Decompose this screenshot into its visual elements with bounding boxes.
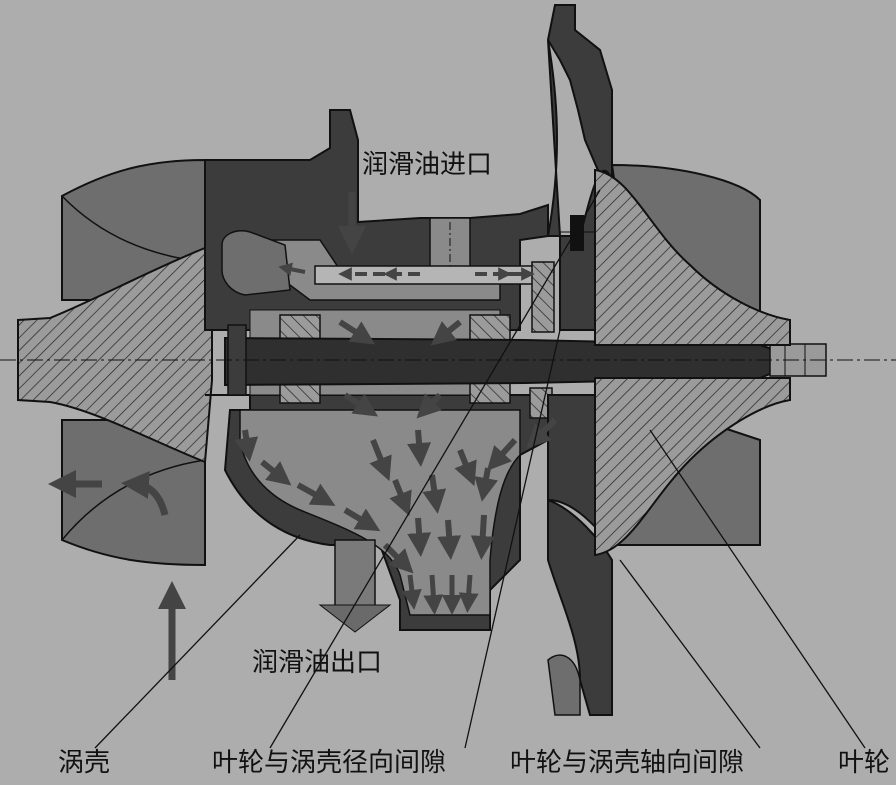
thrust-bearing bbox=[531, 261, 555, 333]
oil-flow-arrows bbox=[234, 192, 558, 615]
oil-outlet-arrow bbox=[318, 604, 392, 633]
journal-bearing-left bbox=[279, 314, 321, 341]
left-oil-pocket bbox=[221, 230, 291, 296]
impeller-label: 叶轮 bbox=[838, 748, 891, 778]
leader-lines bbox=[94, 189, 866, 749]
gas-flow-arrows bbox=[48, 470, 186, 680]
oil-inlet-label: 润滑油进口 bbox=[362, 150, 493, 180]
compressor-impeller bbox=[594, 168, 791, 346]
turbine-wheel bbox=[17, 246, 213, 464]
oil-outlet-label: 润滑油出口 bbox=[252, 648, 383, 678]
housing-label: 涡壳 bbox=[58, 748, 111, 778]
oil-outlet-pipe bbox=[334, 539, 376, 611]
journal-bearing-right bbox=[469, 314, 511, 341]
axial-clearance-label: 叶轮与涡壳轴向间隙 bbox=[510, 748, 745, 778]
radial-clearance-label: 叶轮与涡壳径向间隙 bbox=[212, 748, 447, 778]
